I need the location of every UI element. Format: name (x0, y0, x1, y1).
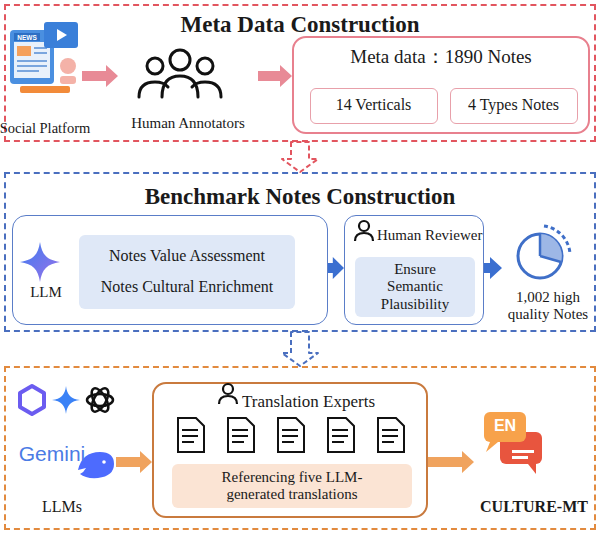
reviewer-icon (355, 221, 373, 241)
person-body (219, 396, 237, 404)
document-icon (178, 418, 204, 452)
document-icon (378, 418, 404, 452)
annotators-icon (139, 50, 221, 97)
culture-mt-icon (484, 412, 542, 474)
node-text: LLM (21, 282, 71, 304)
data-box: Meta data：1890 Notes 14 Verticals 4 Types … (292, 36, 590, 134)
icon-label: EN (484, 412, 526, 440)
video-player (44, 22, 78, 48)
news-line (17, 65, 47, 67)
pie-icon (518, 226, 570, 278)
bubble-line (512, 450, 534, 453)
node-text: 14 Verticals (311, 89, 436, 122)
avatar-body (60, 76, 76, 84)
node-text: Notes Cultural Enrichment (79, 275, 295, 299)
pie-ring (518, 234, 562, 278)
openai-petal (88, 386, 111, 415)
pie-dashed-arc (544, 226, 570, 254)
person-body (139, 82, 168, 97)
social-platform-icon (10, 22, 78, 93)
person-head (197, 58, 213, 74)
news-line (34, 47, 47, 49)
pie-divider (540, 234, 561, 262)
node-text: 1,002 high quality Notes (502, 287, 594, 325)
bubble-tail (528, 464, 536, 474)
icon-label: Gemini (10, 441, 94, 467)
flow-arrow (82, 65, 118, 87)
node-text: Social Platform (0, 118, 95, 138)
flow-arrow (484, 257, 502, 279)
node-text: Human Annotators (118, 114, 258, 134)
node-text: LLMs (22, 496, 102, 518)
stat-box: 14 Verticals (310, 88, 438, 124)
process-box: LLM Notes Value AssessmentNotes Cultural … (12, 215, 328, 325)
task-box: Notes Value AssessmentNotes Cultural Enr… (79, 235, 295, 309)
section-flow-arrow (282, 332, 318, 366)
person-head (223, 384, 233, 394)
node-text: Referencing five LLM-generated translati… (204, 465, 380, 507)
node-text: Human Reviewer (377, 225, 481, 247)
flow-arrow (258, 65, 292, 87)
document-icons (178, 418, 404, 452)
gem-logo (52, 386, 80, 414)
node-text: Meta data：1890 Notes (294, 42, 588, 72)
task-box: Referencing five LLM-generated translati… (172, 464, 412, 508)
section-title: Benchmark Notes Construction (6, 182, 594, 212)
person-body (192, 82, 221, 97)
bubble-tail (486, 442, 498, 452)
news-image (17, 46, 31, 56)
flow-arrow (428, 451, 474, 473)
news-line (34, 52, 47, 54)
llm-star-icon (20, 242, 60, 282)
tablet-screen (14, 42, 50, 78)
openai-petal (88, 386, 111, 415)
icon-label: NEWS (14, 33, 40, 41)
avatar (60, 58, 76, 74)
document-icon (328, 418, 354, 452)
flow-arrow (328, 257, 344, 279)
task-box: Ensure Semantic Plausibility (355, 257, 475, 317)
document-icon (228, 418, 254, 452)
section-frame: Benchmark Notes ConstructionLLM Notes Val… (4, 172, 596, 332)
flow-arrow (116, 451, 152, 473)
front-bubble (484, 412, 526, 442)
deepseek-eye (102, 460, 106, 464)
expert-icon (219, 384, 237, 404)
node-text: Ensure Semantic Plausibility (369, 260, 461, 314)
stat-box: 4 Types Notes (450, 88, 578, 124)
document-icon (278, 418, 304, 452)
qwen-logo (20, 386, 44, 414)
person-head (170, 50, 190, 70)
openai-logo (87, 386, 113, 415)
node-text: CULTURE-MT (474, 496, 594, 518)
node-text: 4 Types Notes (451, 89, 576, 122)
section-flow-arrow (282, 142, 318, 172)
play-symbol (57, 29, 67, 41)
news-line (17, 70, 39, 72)
news-line (17, 60, 47, 62)
news-header (14, 33, 40, 41)
person-head (359, 221, 369, 231)
bubble-line (512, 456, 528, 459)
person-head (147, 58, 163, 74)
person-body (355, 233, 373, 241)
node-text: Translation Experts (242, 390, 422, 414)
pie-wedge (540, 234, 562, 262)
stand (20, 86, 70, 93)
node-text: Notes Value Assessment (79, 244, 295, 268)
